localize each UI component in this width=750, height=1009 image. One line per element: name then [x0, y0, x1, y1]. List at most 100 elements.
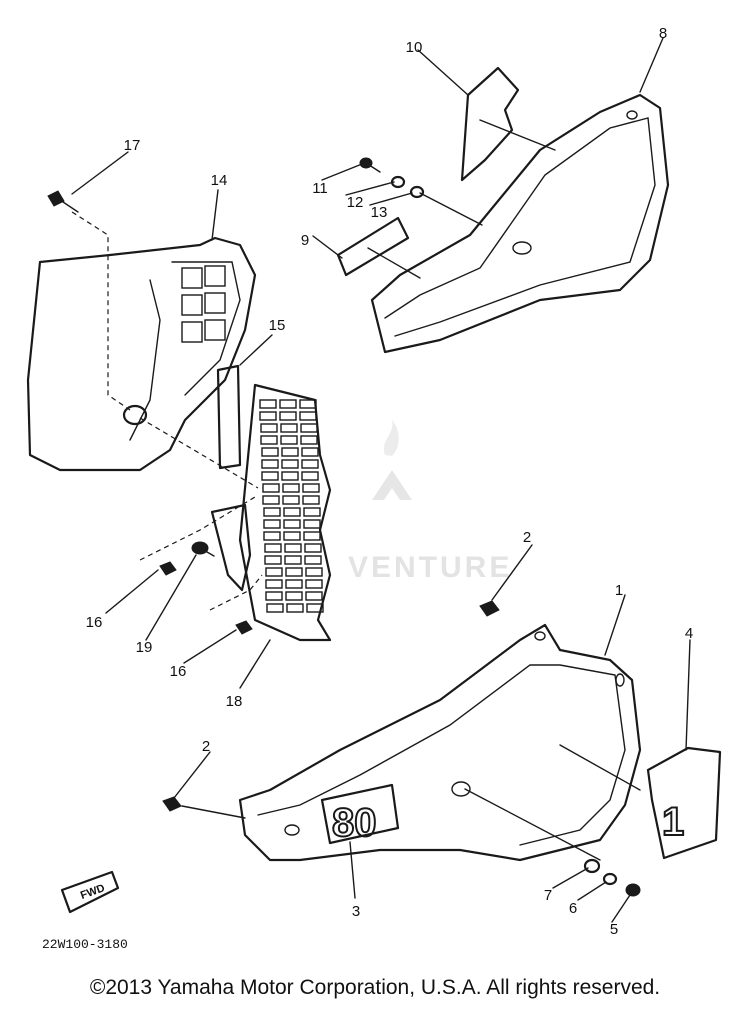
part-1-side-cover: 80: [238, 623, 642, 862]
grille-slot: [279, 399, 297, 409]
grille-slot: [300, 435, 318, 445]
grille-slot: [280, 423, 298, 433]
grille-slot: [299, 411, 317, 421]
callouts: 1 2 2 3 4 5 6 7 8 9 10 11 12 13 14 15 16…: [86, 25, 694, 938]
callout-9: 9: [301, 232, 309, 249]
grille-slot: [263, 531, 281, 541]
grille-slot: [301, 447, 319, 457]
callout-15: 15: [269, 317, 286, 334]
part-2-nut-upper: [479, 600, 500, 617]
grille-slot: [286, 603, 304, 613]
grille-slot: [281, 471, 299, 481]
callout-2-upper: 2: [523, 529, 531, 546]
grille-slot: [259, 399, 277, 409]
grille-slot: [260, 435, 278, 445]
grille-slot: [303, 531, 321, 541]
side-decal-text: 80: [332, 801, 377, 845]
callout-7: 7: [544, 887, 552, 904]
grille-slot: [283, 519, 301, 529]
grille-slot: [265, 567, 283, 577]
fwd-label: FWD: [79, 882, 107, 902]
grille-slot: [261, 471, 279, 481]
fwd-arrow-icon: FWD: [60, 870, 120, 914]
grille-slot: [303, 519, 321, 529]
number-decal-text: 1: [662, 800, 684, 844]
part-5-screw: [625, 883, 641, 897]
callout-4: 4: [685, 625, 693, 642]
callout-19: 19: [136, 639, 153, 656]
callout-16-lower: 16: [170, 663, 187, 680]
grille-slot: [259, 411, 277, 421]
grille-slot: [302, 483, 320, 493]
grille-slot: [280, 435, 298, 445]
grille-slot: [285, 591, 303, 601]
grille-slot: [305, 567, 323, 577]
grille-slot: [262, 495, 280, 505]
callout-12: 12: [347, 194, 364, 211]
grille-slot: [283, 507, 301, 517]
grille-slot: [299, 399, 317, 409]
grille-slot: [304, 543, 322, 553]
grille-slot: [261, 447, 279, 457]
grille-slot: [266, 603, 284, 613]
callout-10: 10: [406, 39, 423, 56]
grille-slot: [285, 579, 303, 589]
grille-slot: [306, 603, 324, 613]
callout-3: 3: [352, 903, 360, 920]
grille-slot: [304, 555, 322, 565]
grille-slot: [305, 579, 323, 589]
callout-13: 13: [371, 204, 388, 221]
callout-1: 1: [615, 582, 623, 599]
grille-slot: [302, 495, 320, 505]
watermark-logo-icon: [372, 470, 412, 500]
part-2-nut-lower: [162, 796, 182, 812]
flame-icon: [383, 420, 399, 456]
callout-5: 5: [610, 921, 618, 938]
grille-slot: [265, 579, 283, 589]
grille-slot: [283, 531, 301, 541]
grille-slot: [279, 411, 297, 421]
part-8-side-cover: [370, 93, 670, 354]
callout-6: 6: [569, 900, 577, 917]
grille-slot: [284, 543, 302, 553]
grille-slot: [301, 459, 319, 469]
callout-16-upper: 16: [86, 614, 103, 631]
callout-17: 17: [124, 137, 141, 154]
part-7-grommet: [583, 858, 601, 874]
callout-14: 14: [211, 172, 228, 189]
part-15-spacer: [216, 364, 242, 470]
grille-slot: [263, 519, 281, 529]
bracket: [210, 503, 252, 592]
grille-slot: [284, 555, 302, 565]
grille-slot: [281, 447, 299, 457]
grille-slot: [285, 567, 303, 577]
grille-slot: [261, 459, 279, 469]
part-19-bolt: [191, 541, 215, 557]
copyright-notice: ©2013 Yamaha Motor Corporation, U.S.A. A…: [89, 976, 661, 999]
part-11-screw: [359, 157, 381, 173]
grille-slot: [264, 555, 282, 565]
watermark-text: VENTURE: [348, 551, 512, 584]
grille-slot: [282, 495, 300, 505]
grille-slot: [264, 543, 282, 553]
grille-slot: [281, 459, 299, 469]
part-18-grille: [238, 383, 332, 642]
part-17-bolt: [47, 190, 79, 213]
diagram-code: 22W100-3180: [42, 937, 128, 952]
part-9-emblem: [336, 216, 410, 277]
part-10-seal: [460, 66, 520, 182]
grille-slot: [301, 471, 319, 481]
callout-2-lower: 2: [202, 738, 210, 755]
callout-11: 11: [312, 180, 328, 197]
grille-slot: [300, 423, 318, 433]
part-16-nut-upper: [159, 561, 177, 576]
callout-8: 8: [659, 25, 667, 42]
grille-slot: [303, 507, 321, 517]
grille-slot: [260, 423, 278, 433]
callout-18: 18: [226, 693, 243, 710]
grille-slot: [282, 483, 300, 493]
part-6-washer: [602, 872, 618, 886]
grille-slot: [263, 507, 281, 517]
watermark: VENTURE: [348, 420, 512, 584]
